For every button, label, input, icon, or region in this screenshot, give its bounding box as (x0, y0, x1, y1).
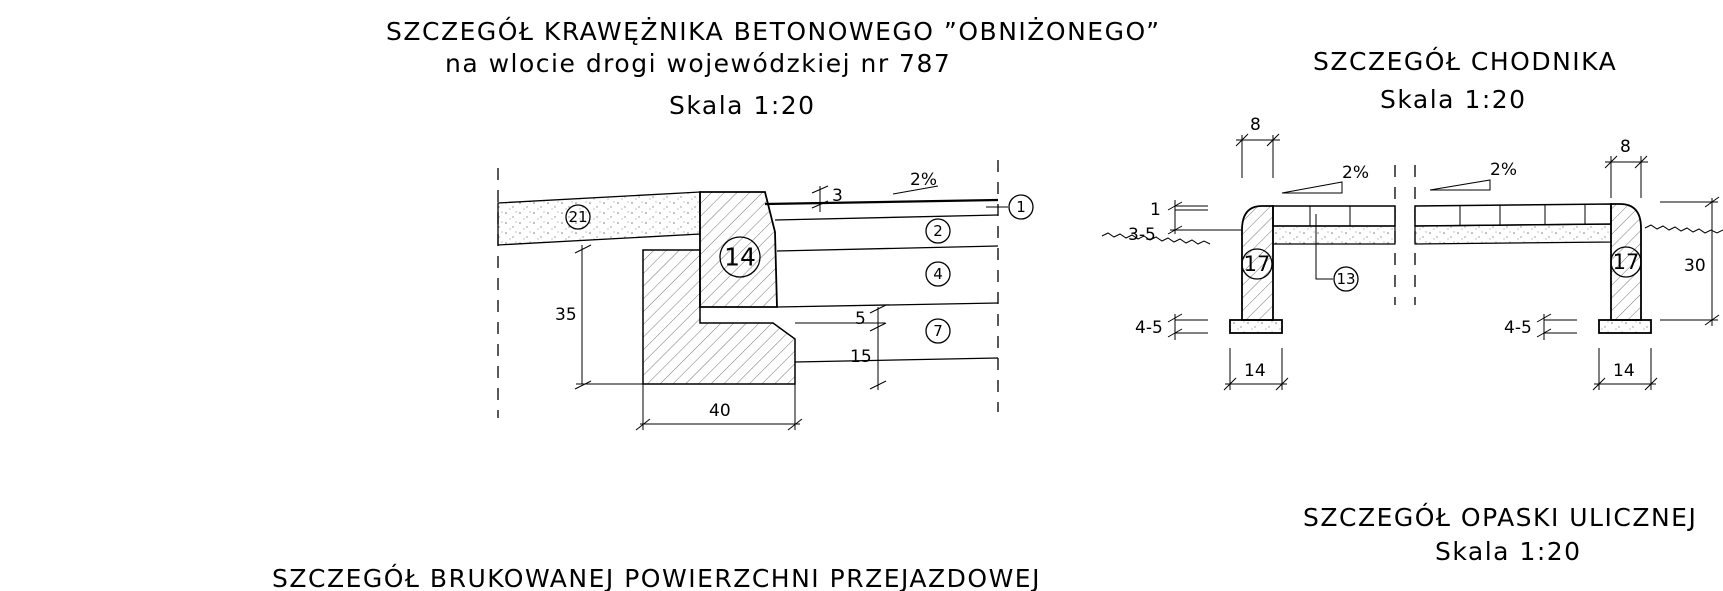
dim-35-label: 35 (555, 305, 577, 325)
tag-17b-label: 17 (1613, 250, 1640, 274)
dim-14b-label: 14 (1613, 361, 1635, 381)
curb-stone (699, 191, 778, 308)
tag-14-circle (719, 236, 761, 278)
sidewalk-slab-right (1414, 203, 1612, 227)
curb-detail-scale: Skala 1:20 (669, 91, 816, 120)
curb-detail-title: SZCZEGÓŁ KRAWĘŻNIKA BETONOWEGO ”OBNIŻONE… (386, 16, 1161, 46)
sidewalk-bedding-left (1272, 225, 1396, 245)
dim-15-label: 15 (850, 347, 872, 367)
tag-1-label: 1 (1016, 198, 1026, 216)
slope-label: 2% (910, 170, 937, 190)
band-detail-scale: Skala 1:20 (1435, 537, 1582, 566)
tag-13-label: 13 (1336, 270, 1355, 288)
slope-b-marker (1429, 179, 1491, 191)
edging-footing-left (1229, 319, 1283, 334)
slope-a-label: 2% (1342, 163, 1369, 183)
dim-3-label: 3 (832, 186, 843, 206)
band-detail: SZCZEGÓŁ OPASKI ULICZNEJ Skala 1:20 (1303, 502, 1697, 566)
dim-8b-label: 8 (1620, 137, 1631, 157)
dim-5-label: 5 (855, 309, 866, 329)
edging-right (1610, 203, 1642, 321)
tag-7-label: 7 (933, 322, 943, 340)
sidewalk-detail-scale: Skala 1:20 (1380, 85, 1527, 114)
ground-line-right (1644, 224, 1723, 234)
road-wearing-course (764, 198, 999, 206)
dim-4-5a-label: 4-5 (1135, 318, 1163, 338)
paving-detail-title: SZCZEGÓŁ BRUKOWANEJ POWIERZCHNI PRZEJAZD… (272, 563, 1041, 591)
curb-detail: SZCZEGÓŁ KRAWĘŻNIKA BETONOWEGO ”OBNIŻONE… (386, 16, 1161, 431)
road-base-course (776, 245, 999, 252)
curb-detail-subtitle: na wlocie drogi wojewódzkiej nr 787 (445, 49, 951, 78)
dim-14a-label: 14 (1244, 361, 1266, 381)
road-binder-course (774, 214, 999, 221)
paving-detail: SZCZEGÓŁ BRUKOWANEJ POWIERZCHNI PRZEJAZD… (272, 563, 1041, 591)
tag-4-label: 4 (933, 265, 943, 283)
slope-a-marker (1281, 181, 1343, 194)
tag-17b-circle (1610, 246, 1642, 278)
road-subbase-top (776, 302, 999, 308)
sidewalk-bedding-right (1414, 223, 1612, 245)
dim-1-label: 1 (1150, 200, 1161, 220)
dim-30-label: 30 (1684, 256, 1706, 276)
tag-21-circle (565, 204, 591, 230)
tag-2-circle (925, 218, 951, 244)
dim-40-label: 40 (709, 401, 731, 421)
sidewalk-detail-title: SZCZEGÓŁ CHODNIKA (1313, 46, 1617, 76)
sidewalk-slab-left (1272, 205, 1396, 227)
slope-marker (892, 185, 939, 195)
tag-2-label: 2 (933, 222, 943, 240)
sidewalk-paving-layer (497, 191, 701, 246)
edging-footing-right (1598, 319, 1652, 334)
tag-7-circle (925, 318, 951, 344)
sidewalk-detail: SZCZEGÓŁ CHODNIKA Skala 1:20 8 (1101, 46, 1723, 391)
tag-1-circle (1008, 194, 1034, 220)
tag-17a-label: 17 (1244, 252, 1271, 276)
road-subbase-bottom (794, 357, 999, 363)
tag-4-circle (925, 261, 951, 287)
tag-21-label: 21 (568, 208, 587, 226)
edging-left (1241, 205, 1274, 321)
ground-line-left (1101, 232, 1211, 245)
dim-4-5b-label: 4-5 (1504, 318, 1532, 338)
tag-17a-circle (1241, 248, 1273, 280)
dim-3-5-label: 3-5 (1128, 225, 1156, 245)
dim-8a-label: 8 (1250, 115, 1261, 135)
tag-14-label: 14 (724, 243, 756, 272)
slope-b-label: 2% (1490, 160, 1517, 180)
tag-13-circle (1333, 266, 1359, 292)
band-detail-title: SZCZEGÓŁ OPASKI ULICZNEJ (1303, 502, 1697, 532)
